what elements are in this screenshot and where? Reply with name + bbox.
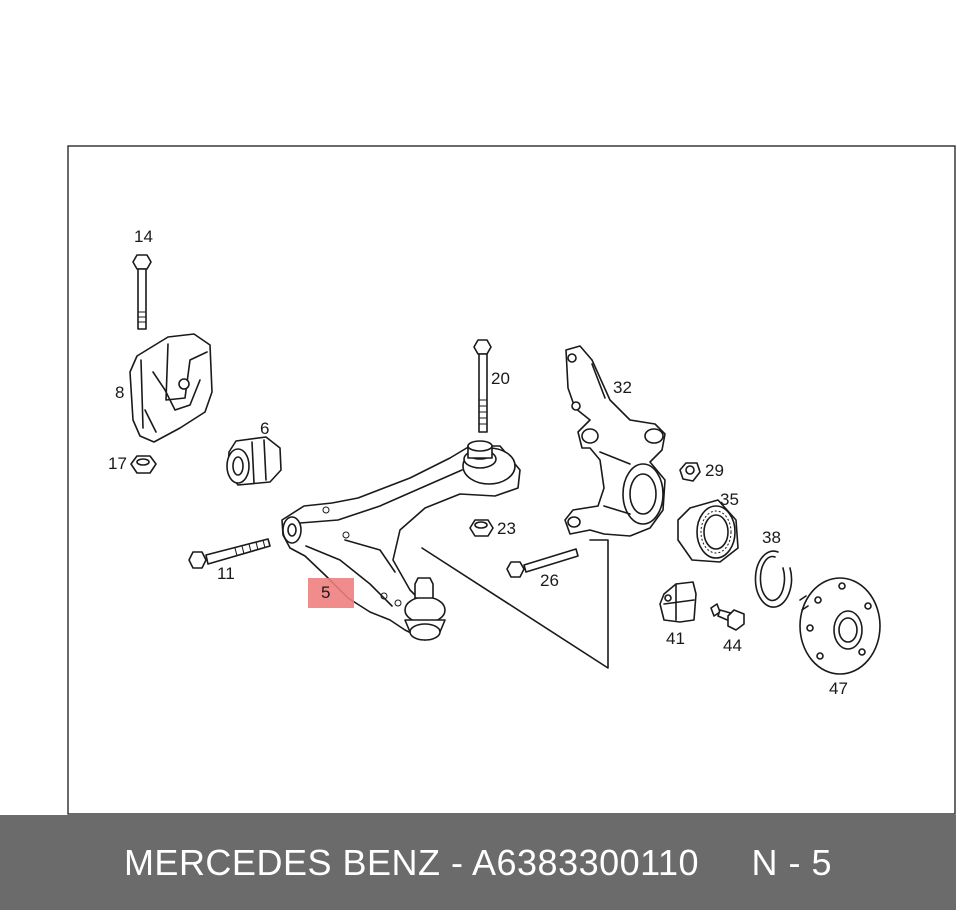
part-8-bracket — [129, 333, 213, 443]
footer-part-info: MERCEDES BENZ - A6383300110 N - 5 — [123, 841, 833, 883]
part-47-wheel-hub — [799, 577, 881, 675]
callout-35: 35 — [720, 490, 739, 509]
part-26-bolt — [506, 548, 579, 578]
callout-41: 41 — [666, 629, 685, 648]
part-20-bolt — [473, 339, 492, 433]
exploded-parts-diagram: 14 8 17 6 20 32 29 35 23 38 11 26 5 41 4… — [67, 145, 956, 815]
part-41-bracket — [659, 581, 697, 623]
footer-bar: MERCEDES BENZ - A6383300110 N - 5 — [0, 815, 956, 910]
callout-6: 6 — [260, 419, 269, 438]
callout-20: 20 — [491, 369, 510, 388]
callout-8: 8 — [115, 383, 124, 402]
callout-29: 29 — [705, 461, 724, 480]
callout-38: 38 — [762, 528, 781, 547]
part-14-bolt — [132, 254, 152, 330]
part-38-circlip — [754, 550, 793, 608]
part-6-bushing — [226, 436, 282, 486]
part-17-nut — [130, 455, 157, 474]
callout-23: 23 — [497, 519, 516, 538]
callout-5: 5 — [321, 583, 330, 602]
callout-14: 14 — [134, 227, 153, 246]
callout-32: 32 — [613, 378, 632, 397]
callout-26: 26 — [540, 571, 559, 590]
part-32-steering-knuckle — [564, 345, 666, 537]
callout-11: 11 — [217, 564, 235, 583]
part-11-bolt — [188, 538, 271, 569]
part-35-wheel-bearing — [677, 499, 739, 563]
part-23-nut — [469, 519, 494, 537]
part-44-bolt — [710, 603, 745, 631]
callout-44: 44 — [723, 636, 742, 655]
callout-47: 47 — [829, 679, 848, 698]
part-29-nut — [679, 462, 701, 482]
highlight-box-part-5 — [308, 578, 354, 608]
callout-17: 17 — [108, 454, 127, 473]
